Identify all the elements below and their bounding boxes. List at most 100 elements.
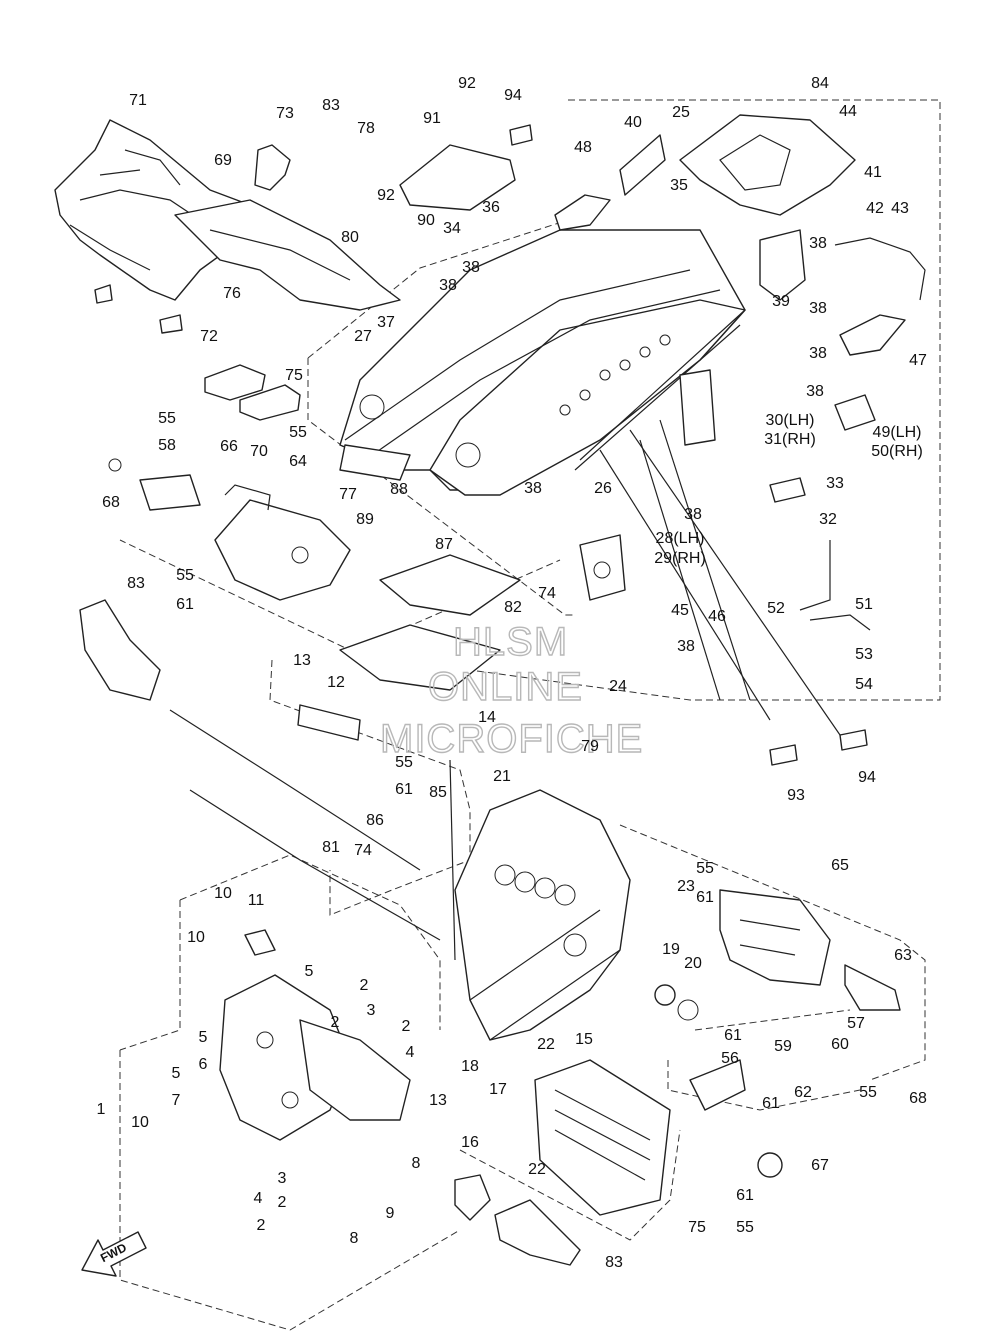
callout-label: 30(LH) [766, 412, 815, 429]
callout-label: 90 [417, 212, 435, 229]
footrest-47 [839, 314, 906, 356]
callout-label: 61 [762, 1095, 780, 1112]
callout-label: 61 [724, 1027, 742, 1044]
bumper-65 [719, 889, 831, 986]
plate-72 [204, 364, 266, 401]
callout-label: 31(RH) [764, 431, 816, 448]
callout-label: 55 [176, 567, 194, 584]
callout-label: 89 [356, 511, 374, 528]
callout-label: 24 [609, 678, 627, 695]
callout-label: 56 [721, 1050, 739, 1067]
leader-lines [169, 419, 841, 961]
callout-label: 94 [858, 769, 876, 786]
callout-label: 55 [395, 754, 413, 771]
bracket-59 [689, 1059, 746, 1111]
callout-label: 4 [406, 1044, 415, 1061]
callout-label: 78 [357, 120, 375, 137]
front-frame [454, 789, 631, 1041]
callout-label: 29(RH) [654, 550, 706, 567]
callout-label: 42 [866, 200, 884, 217]
cover-83-bottom [494, 1199, 581, 1266]
callout-label: 55 [696, 860, 714, 877]
callout-label: 75 [285, 367, 303, 384]
plate-70 [239, 384, 301, 421]
callout-label: 65 [831, 857, 849, 874]
callout-label: 15 [575, 1031, 593, 1048]
rear-panel-25 [679, 114, 856, 216]
callout-label: 76 [223, 285, 241, 302]
bracket-33 [769, 477, 806, 503]
callout-label: 35 [670, 177, 688, 194]
rail-30-31 [679, 369, 716, 446]
ring-20 [677, 999, 699, 1021]
callout-label: 2 [360, 977, 369, 994]
callout-label: 34 [443, 220, 461, 237]
callout-label: 38 [809, 300, 827, 317]
callout-label: 92 [377, 187, 395, 204]
callout-label: 2 [331, 1014, 340, 1031]
callout-label: 68 [909, 1090, 927, 1107]
callout-label: 17 [489, 1081, 507, 1098]
callout-label: 61 [176, 596, 194, 613]
callout-label: 40 [624, 114, 642, 131]
callout-label: 74 [354, 842, 372, 859]
callout-label: 20 [684, 955, 702, 972]
callout-label: 38 [524, 480, 542, 497]
callout-label: 79 [581, 738, 599, 755]
hub-67 [757, 1152, 783, 1178]
callout-label: 39 [772, 293, 790, 310]
callout-label: 27 [354, 328, 372, 345]
bulkhead-1 [219, 974, 411, 1141]
tunnel-chassis [339, 229, 746, 496]
callout-label: 3 [278, 1170, 287, 1187]
callout-label: 13 [293, 652, 311, 669]
watermark-line1: HLSM [453, 620, 568, 664]
callout-label: 11 [248, 892, 265, 909]
callout-label: 55 [736, 1219, 754, 1236]
callout-label: 33 [826, 475, 844, 492]
callout-label: 5 [305, 963, 314, 980]
callout-label: 60 [831, 1036, 849, 1053]
bracket-73 [254, 144, 291, 191]
callout-label: 47 [909, 352, 927, 369]
callout-label: 9 [386, 1205, 395, 1222]
shield-83 [79, 599, 161, 701]
callout-label: 37 [377, 314, 395, 331]
callout-label: 44 [839, 103, 857, 120]
bracket-40 [619, 134, 666, 196]
callout-label: 71 [129, 92, 147, 109]
heat-exchanger-15 [534, 1059, 671, 1216]
callout-label: 72 [200, 328, 218, 345]
watermark-line3: MICROFICHE [380, 717, 643, 761]
callout-label: 12 [327, 674, 345, 691]
sticker-94-rear [839, 729, 868, 751]
callout-label: 25 [672, 104, 690, 121]
callout-label: 10 [187, 929, 205, 946]
callout-label: 8 [412, 1155, 421, 1172]
callout-label: 59 [774, 1038, 792, 1055]
callout-label: 36 [482, 199, 500, 216]
callout-label: 2 [402, 1018, 411, 1035]
callout-label: 55 [289, 424, 307, 441]
callout-label: 88 [390, 481, 408, 498]
callout-label: 62 [794, 1084, 812, 1101]
bar-12 [297, 704, 361, 741]
callout-label: 87 [435, 536, 453, 553]
callout-label: 83 [127, 575, 145, 592]
cover-87 [379, 554, 521, 616]
forward-arrow: FWD [81, 1231, 147, 1277]
plate-58 [139, 474, 201, 511]
callout-label: 58 [158, 437, 176, 454]
assembly-outlines [119, 99, 941, 1331]
callout-label: 41 [864, 164, 882, 181]
callout-label: 48 [574, 139, 592, 156]
bracket-66 [214, 484, 351, 601]
watermark-line2: ONLINE [428, 665, 583, 709]
lever-51 [809, 614, 871, 631]
callout-label: 61 [395, 781, 413, 798]
callout-label: 6 [199, 1056, 208, 1073]
callout-label: 8 [350, 1230, 359, 1247]
callout-label: 4 [254, 1190, 263, 1207]
callout-label: 26 [594, 480, 612, 497]
